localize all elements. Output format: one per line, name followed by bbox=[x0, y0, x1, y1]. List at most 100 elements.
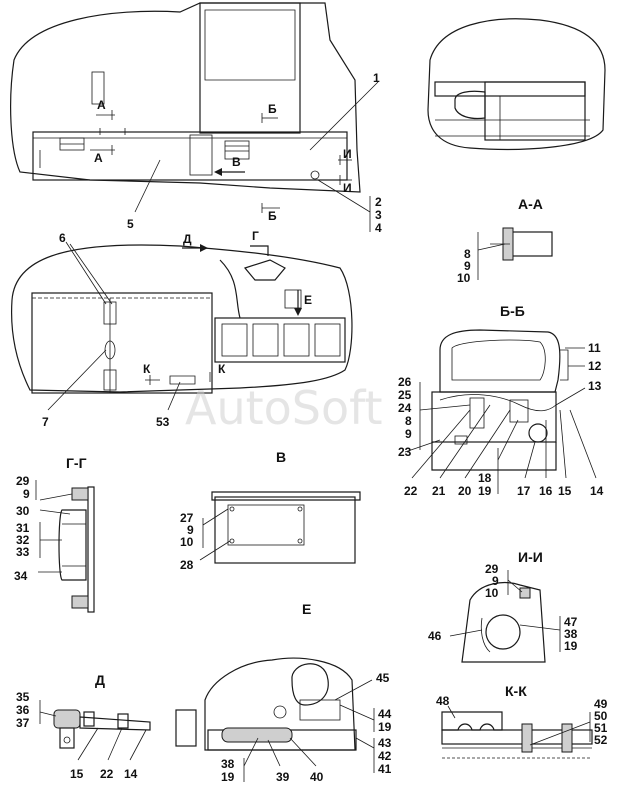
callout-37: 37 bbox=[16, 716, 30, 730]
marker-k-left: К bbox=[143, 362, 151, 376]
callout-23: 23 bbox=[398, 445, 412, 459]
marker-b-lower: Б bbox=[268, 209, 277, 223]
callout-i-10: 10 bbox=[485, 586, 499, 600]
callout-d-22: 22 bbox=[100, 767, 114, 781]
marker-a-lower: А bbox=[94, 151, 103, 165]
callout-43: 43 bbox=[378, 736, 392, 750]
callout-22: 22 bbox=[404, 484, 418, 498]
callout-42: 42 bbox=[378, 749, 392, 763]
callout-12: 12 bbox=[588, 359, 602, 373]
section-i-i: И-И 29 9 10 47 38 19 46 bbox=[428, 549, 578, 663]
callout-e-19: 19 bbox=[378, 720, 392, 734]
callout-g-29: 29 bbox=[16, 474, 30, 488]
marker-v: В bbox=[232, 155, 241, 169]
callout-g-9: 9 bbox=[23, 487, 30, 501]
marker-i-upper: И bbox=[343, 147, 352, 161]
marker-g: Г bbox=[252, 229, 259, 243]
title-section-k-k: К-К bbox=[505, 683, 527, 699]
callout-40: 40 bbox=[310, 770, 324, 784]
view-v: В 27 9 10 28 bbox=[180, 449, 361, 572]
marker-a-upper: А bbox=[97, 98, 106, 112]
view-e: Е 45 44 19 43 42 41 38 19 39 40 bbox=[175, 601, 392, 784]
callout-17: 17 bbox=[517, 484, 531, 498]
callout-31: 31 bbox=[16, 521, 30, 535]
callout-d-14: 14 bbox=[124, 767, 138, 781]
callout-a-9: 9 bbox=[464, 259, 471, 273]
callout-11: 11 bbox=[588, 341, 601, 355]
callout-50: 50 bbox=[594, 709, 608, 723]
callout-51: 51 bbox=[594, 721, 608, 735]
marker-i-lower: И bbox=[343, 181, 352, 195]
callout-34: 34 bbox=[14, 569, 28, 583]
callout-2: 2 bbox=[375, 195, 382, 209]
callout-1: 1 bbox=[373, 71, 380, 85]
callout-39: 39 bbox=[276, 770, 290, 784]
callout-53: 53 bbox=[156, 415, 170, 429]
callout-a-10: 10 bbox=[457, 271, 471, 285]
callout-14: 14 bbox=[590, 484, 604, 498]
callout-16: 16 bbox=[539, 484, 553, 498]
callout-3: 3 bbox=[375, 208, 382, 222]
callout-41: 41 bbox=[378, 762, 392, 776]
callout-33: 33 bbox=[16, 545, 30, 559]
callout-27: 27 bbox=[180, 511, 194, 525]
title-section-g-g: Г-Г bbox=[66, 455, 87, 471]
section-a-a: А-А 8 9 10 bbox=[457, 196, 553, 285]
callout-46: 46 bbox=[428, 629, 442, 643]
callout-a-8: 8 bbox=[464, 247, 471, 261]
callout-bb-8: 8 bbox=[405, 414, 412, 428]
marker-k-right: К bbox=[218, 362, 226, 376]
callout-6: 6 bbox=[59, 231, 66, 245]
callouts-main-view: 1 5 2 3 4 bbox=[127, 71, 382, 235]
callout-v-10: 10 bbox=[180, 535, 194, 549]
callout-32: 32 bbox=[16, 533, 30, 547]
title-section-i-i: И-И bbox=[518, 549, 543, 565]
section-b-b: Б-Б bbox=[431, 303, 569, 471]
callout-e-19b: 19 bbox=[221, 770, 235, 784]
view-d: Д 35 36 37 15 22 14 bbox=[16, 672, 151, 781]
title-view-d: Д bbox=[95, 672, 105, 688]
title-section-a-a: А-А bbox=[518, 196, 543, 212]
callout-36: 36 bbox=[16, 703, 30, 717]
middle-view bbox=[11, 244, 353, 394]
callout-bb-9: 9 bbox=[405, 427, 412, 441]
callout-19: 19 bbox=[478, 484, 492, 498]
section-markers-middle: Д Г Е К К bbox=[143, 229, 312, 385]
callout-49: 49 bbox=[594, 697, 608, 711]
detail-view-top-right bbox=[427, 18, 606, 151]
title-view-v: В bbox=[276, 449, 286, 465]
callouts-middle-view: 6 7 53 bbox=[42, 231, 181, 429]
callout-26: 26 bbox=[398, 375, 412, 389]
marker-b-upper: Б bbox=[268, 102, 277, 116]
callout-35: 35 bbox=[16, 690, 30, 704]
main-view-top bbox=[10, 2, 361, 193]
callout-20: 20 bbox=[458, 484, 472, 498]
callout-d-15: 15 bbox=[70, 767, 84, 781]
callout-13: 13 bbox=[588, 379, 602, 393]
callout-47: 47 bbox=[564, 615, 578, 629]
callout-30: 30 bbox=[16, 504, 30, 518]
callout-18: 18 bbox=[478, 471, 492, 485]
callout-24: 24 bbox=[398, 401, 412, 415]
callout-v-9: 9 bbox=[187, 523, 194, 537]
callout-15: 15 bbox=[558, 484, 572, 498]
callout-e-38: 38 bbox=[221, 757, 235, 771]
callout-45: 45 bbox=[376, 671, 390, 685]
marker-d: Д bbox=[183, 232, 192, 246]
callout-28: 28 bbox=[180, 558, 194, 572]
callout-i-29: 29 bbox=[485, 562, 499, 576]
section-g-g: Г-Г 29 9 30 31 32 33 34 bbox=[14, 455, 95, 613]
callouts-section-b-b: 11 12 13 26 25 24 8 9 23 22 21 20 18 19 … bbox=[398, 341, 604, 498]
section-markers-main: А А Б Б В И И bbox=[90, 98, 352, 223]
callout-52: 52 bbox=[594, 733, 608, 747]
callout-4: 4 bbox=[375, 221, 382, 235]
marker-e: Е bbox=[304, 293, 312, 307]
title-view-e: Е bbox=[302, 601, 311, 617]
callout-5: 5 bbox=[127, 217, 134, 231]
watermark-text: AutoSoft bbox=[185, 381, 383, 435]
callout-44: 44 bbox=[378, 707, 392, 721]
callout-i-9: 9 bbox=[492, 574, 499, 588]
callout-38: 38 bbox=[564, 627, 578, 641]
